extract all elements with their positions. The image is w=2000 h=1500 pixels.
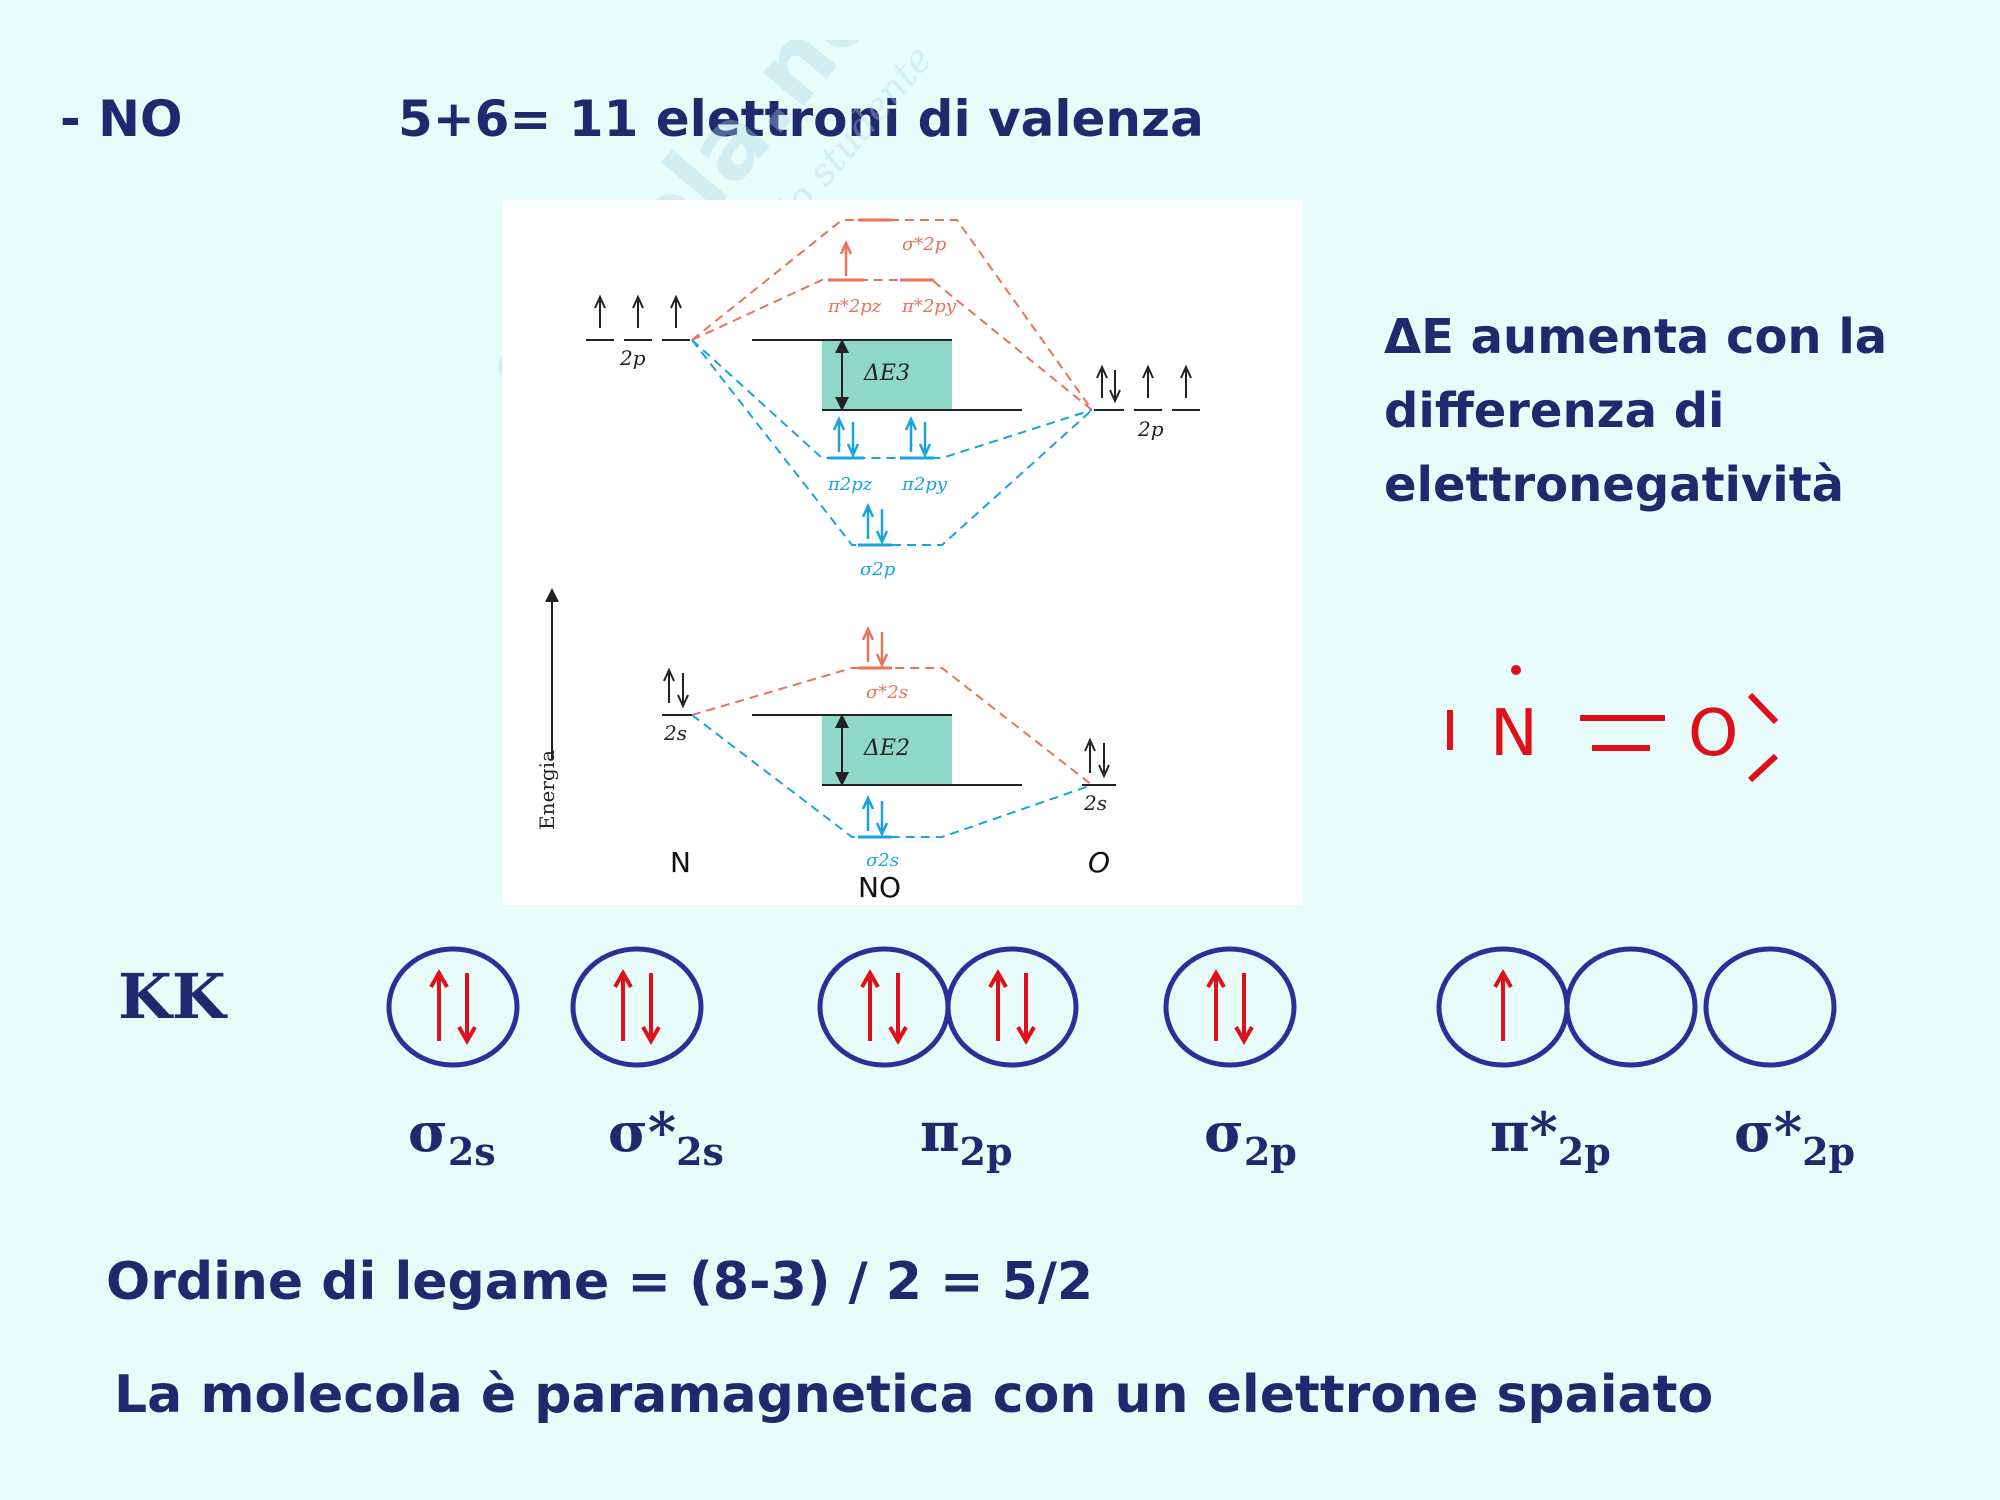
orbital-box <box>1703 946 1837 1068</box>
unpaired-electron-dot <box>1511 665 1521 675</box>
o-lone-pair-top <box>1747 692 1779 725</box>
molecule-title: - NO <box>60 90 183 148</box>
pi2p-star-electron <box>839 239 853 276</box>
electronegativity-note: ΔE aumenta con la differenza di elettron… <box>1384 300 1944 522</box>
o-lone-pair-bottom <box>1747 753 1779 783</box>
n-2p-electrons <box>594 294 682 328</box>
core-shell-label: KK <box>118 960 226 1033</box>
lewis-o: O <box>1688 697 1738 771</box>
orbital-label: σ*2p <box>1734 1100 1856 1174</box>
orbital-box <box>1436 946 1570 1068</box>
orbital-box <box>386 946 520 1068</box>
o-2s-electrons <box>1084 737 1110 779</box>
orbital-box <box>945 946 1079 1068</box>
lewis-n: N <box>1490 697 1538 771</box>
mo-energy-diagram: Energia ΔE3 ΔE2 2p 2p σ*2p <box>502 200 1302 905</box>
orbital-box <box>817 946 951 1068</box>
pi2py-label: π2py <box>901 474 948 495</box>
n-2p-label: 2p <box>619 346 646 370</box>
electron-spin-down <box>888 973 908 1046</box>
orbital-box <box>570 946 704 1068</box>
o-2p-label: 2p <box>1137 417 1164 441</box>
electron-spin-up <box>988 968 1008 1041</box>
atom-label-n: N <box>670 846 691 879</box>
o-2s-label: 2s <box>1083 791 1107 815</box>
note-line-1: ΔE aumenta con la <box>1384 309 1888 365</box>
note-line-2: differenza di <box>1384 383 1725 439</box>
atom-label-no: NO <box>858 871 901 904</box>
orbital-label: π2p <box>920 1100 1013 1174</box>
electron-spin-down <box>457 973 477 1046</box>
valence-electrons-title: 5+6= 11 elettroni di valenza <box>398 90 1204 148</box>
n-2s-electrons <box>663 667 689 709</box>
electron-spin-up <box>860 968 880 1041</box>
sigma2s-star-correlation <box>691 667 1093 786</box>
bond-order: Ordine di legame = (8-3) / 2 = 5/2 <box>106 1252 1094 1312</box>
pi2pz-star-label: π*2pz <box>827 296 882 317</box>
pi2p-electrons <box>832 415 932 459</box>
sigma2s-electrons <box>861 794 889 838</box>
energy-axis-label: Energia <box>535 750 559 830</box>
n-2s-label: 2s <box>663 721 687 745</box>
electron-spin-up <box>1206 968 1226 1041</box>
sigma2p-star-label: σ*2p <box>902 234 947 255</box>
orbital-box <box>1564 946 1698 1068</box>
orbital-label: σ2s <box>408 1100 496 1174</box>
o-2p-electrons <box>1096 364 1192 404</box>
sigma2s-star-electrons <box>861 625 889 669</box>
sigma2p-correlation <box>691 339 1093 546</box>
note-line-3: elettronegatività <box>1384 457 1845 513</box>
pi2pz-label: π2pz <box>827 474 873 495</box>
electron-spin-down <box>1234 973 1254 1046</box>
diagram-panel <box>502 200 1302 905</box>
pi2p-star-correlation <box>691 279 1093 411</box>
orbital-label: σ*2s <box>608 1100 724 1174</box>
sigma2p-star-correlation <box>691 219 1093 411</box>
sigma2s-correlation <box>691 714 1093 838</box>
sigma2s-star-label: σ*2s <box>866 682 908 703</box>
electron-spin-up <box>1493 968 1513 1041</box>
lewis-structure: N O <box>1447 665 1779 783</box>
magnetism-statement: La molecola è paramagnetica con un elett… <box>114 1365 1714 1425</box>
electron-spin-down <box>641 973 661 1046</box>
pi2py-star-label: π*2py <box>901 296 957 317</box>
orbital-box <box>1163 946 1297 1068</box>
electron-spin-up <box>613 968 633 1041</box>
sigma2s-label: σ2s <box>866 850 899 871</box>
delta-e3-label: ΔE3 <box>863 361 910 386</box>
electron-spin-down <box>1016 973 1036 1046</box>
sigma2p-electrons <box>861 502 889 546</box>
delta-e2-label: ΔE2 <box>863 736 910 761</box>
orbital-label: π*2p <box>1490 1100 1611 1174</box>
electron-spin-up <box>429 968 449 1041</box>
atom-label-o: O <box>1088 846 1110 879</box>
orbital-label: σ2p <box>1204 1100 1297 1174</box>
sigma2p-label: σ2p <box>860 559 896 580</box>
